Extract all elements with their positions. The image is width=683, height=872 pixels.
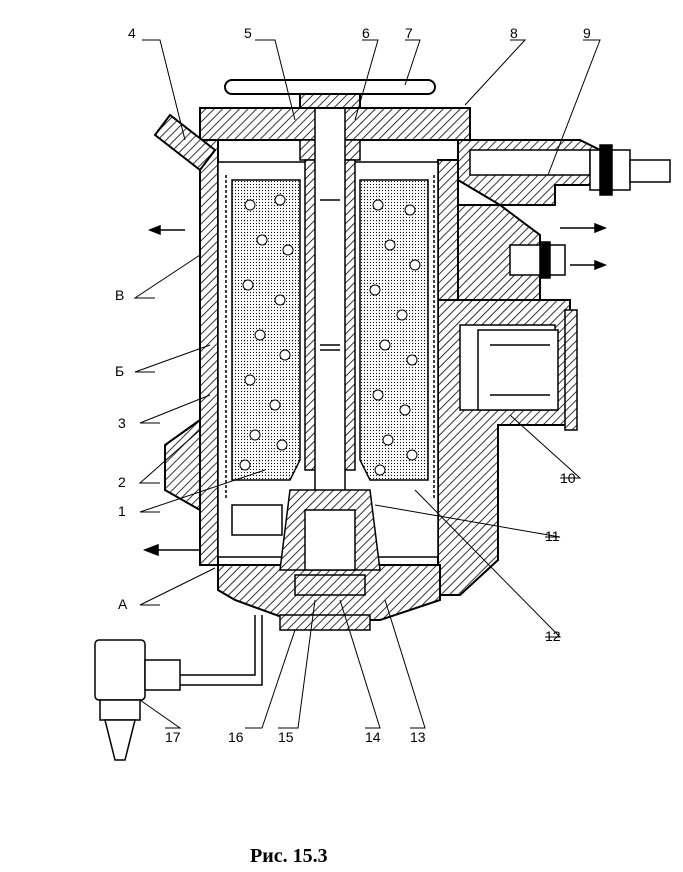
outlet-fitting-mid (509, 241, 566, 279)
bottom-valve-assembly (231, 489, 381, 631)
drain-valve-17 (94, 615, 263, 761)
callout-7: 7 (405, 25, 413, 41)
outlet-fitting-9 (589, 144, 671, 196)
callout-A: А (118, 596, 128, 612)
callout-2: 2 (118, 474, 126, 490)
filter-element-1 (225, 175, 435, 500)
callout-17: 17 (165, 729, 181, 745)
top-handle-7 (224, 79, 436, 109)
callout-6: 6 (362, 25, 370, 41)
callout-10: 10 (560, 470, 576, 486)
callout-labels: 4 5 6 7 8 9 В Б 3 2 1 А 10 11 12 13 14 1… (115, 25, 591, 745)
callout-13: 13 (410, 729, 426, 745)
callout-V: В (115, 287, 124, 303)
callout-16: 16 (228, 729, 244, 745)
flow-arrows (142, 222, 608, 557)
callout-1: 1 (118, 503, 126, 519)
callout-B: Б (115, 363, 124, 379)
cap-assembly-10 (477, 309, 578, 431)
callout-11: 11 (545, 528, 560, 544)
leader-lines (133, 39, 601, 729)
callout-15: 15 (278, 729, 294, 745)
callout-5: 5 (244, 25, 252, 41)
callout-8: 8 (510, 25, 518, 41)
callout-12: 12 (545, 628, 561, 644)
callout-3: 3 (118, 415, 126, 431)
central-shaft (299, 84, 361, 561)
figure-caption: Рис. 15.3 (250, 845, 328, 867)
callout-9: 9 (583, 25, 591, 41)
callout-4: 4 (128, 25, 136, 41)
callout-14: 14 (365, 729, 381, 745)
